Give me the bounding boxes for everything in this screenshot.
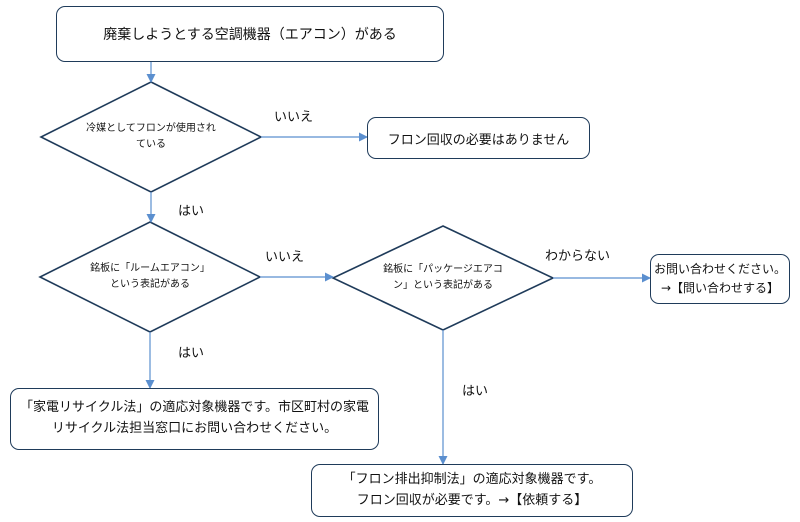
label-d2-no: いいえ xyxy=(265,250,305,265)
start-text: 廃棄しようとする空調機器（エアコン）がある xyxy=(103,27,397,43)
decision-package-aircon-text: 銘板に「パッケージエアコ ン」という表記がある xyxy=(383,264,503,291)
label-d2-yes: はい xyxy=(178,346,205,361)
no-recovery-text: フロン回収の必要はありません xyxy=(387,132,570,148)
label-d3-unknown: わからない xyxy=(545,249,611,264)
label-d1-yes: はい xyxy=(178,204,205,219)
contact-text: お問い合わせください。 →【問い合わせする】 xyxy=(653,262,786,295)
freon-law-box: 「フロン排出抑制法」の適応対象機器です。 フロン回収が必要です。→【依頼する】 xyxy=(311,464,633,517)
label-d3-yes: はい xyxy=(462,384,489,399)
no-recovery-box: フロン回収の必要はありません xyxy=(367,117,590,159)
home-appliance-box: 「家電リサイクル法」の適応対象機器です。市区町村の家電 リサイクル法担当窓口にお… xyxy=(10,388,379,450)
decision-room-aircon-text: 銘板に「ルームエアコン」 という表記がある xyxy=(90,263,210,290)
freon-law-text: 「フロン排出抑制法」の適応対象機器です。 フロン回収が必要です。→【依頼する】 xyxy=(342,471,602,508)
start-box: 廃棄しようとする空調機器（エアコン）がある xyxy=(56,6,444,62)
decision-freon-text: 冷媒としてフロンが使用され ている xyxy=(86,123,216,150)
label-d1-no: いいえ xyxy=(274,110,314,125)
home-appliance-text: 「家電リサイクル法」の適応対象機器です。市区町村の家電 リサイクル法担当窓口にお… xyxy=(19,400,370,436)
contact-box: お問い合わせください。 →【問い合わせする】 xyxy=(650,254,790,304)
